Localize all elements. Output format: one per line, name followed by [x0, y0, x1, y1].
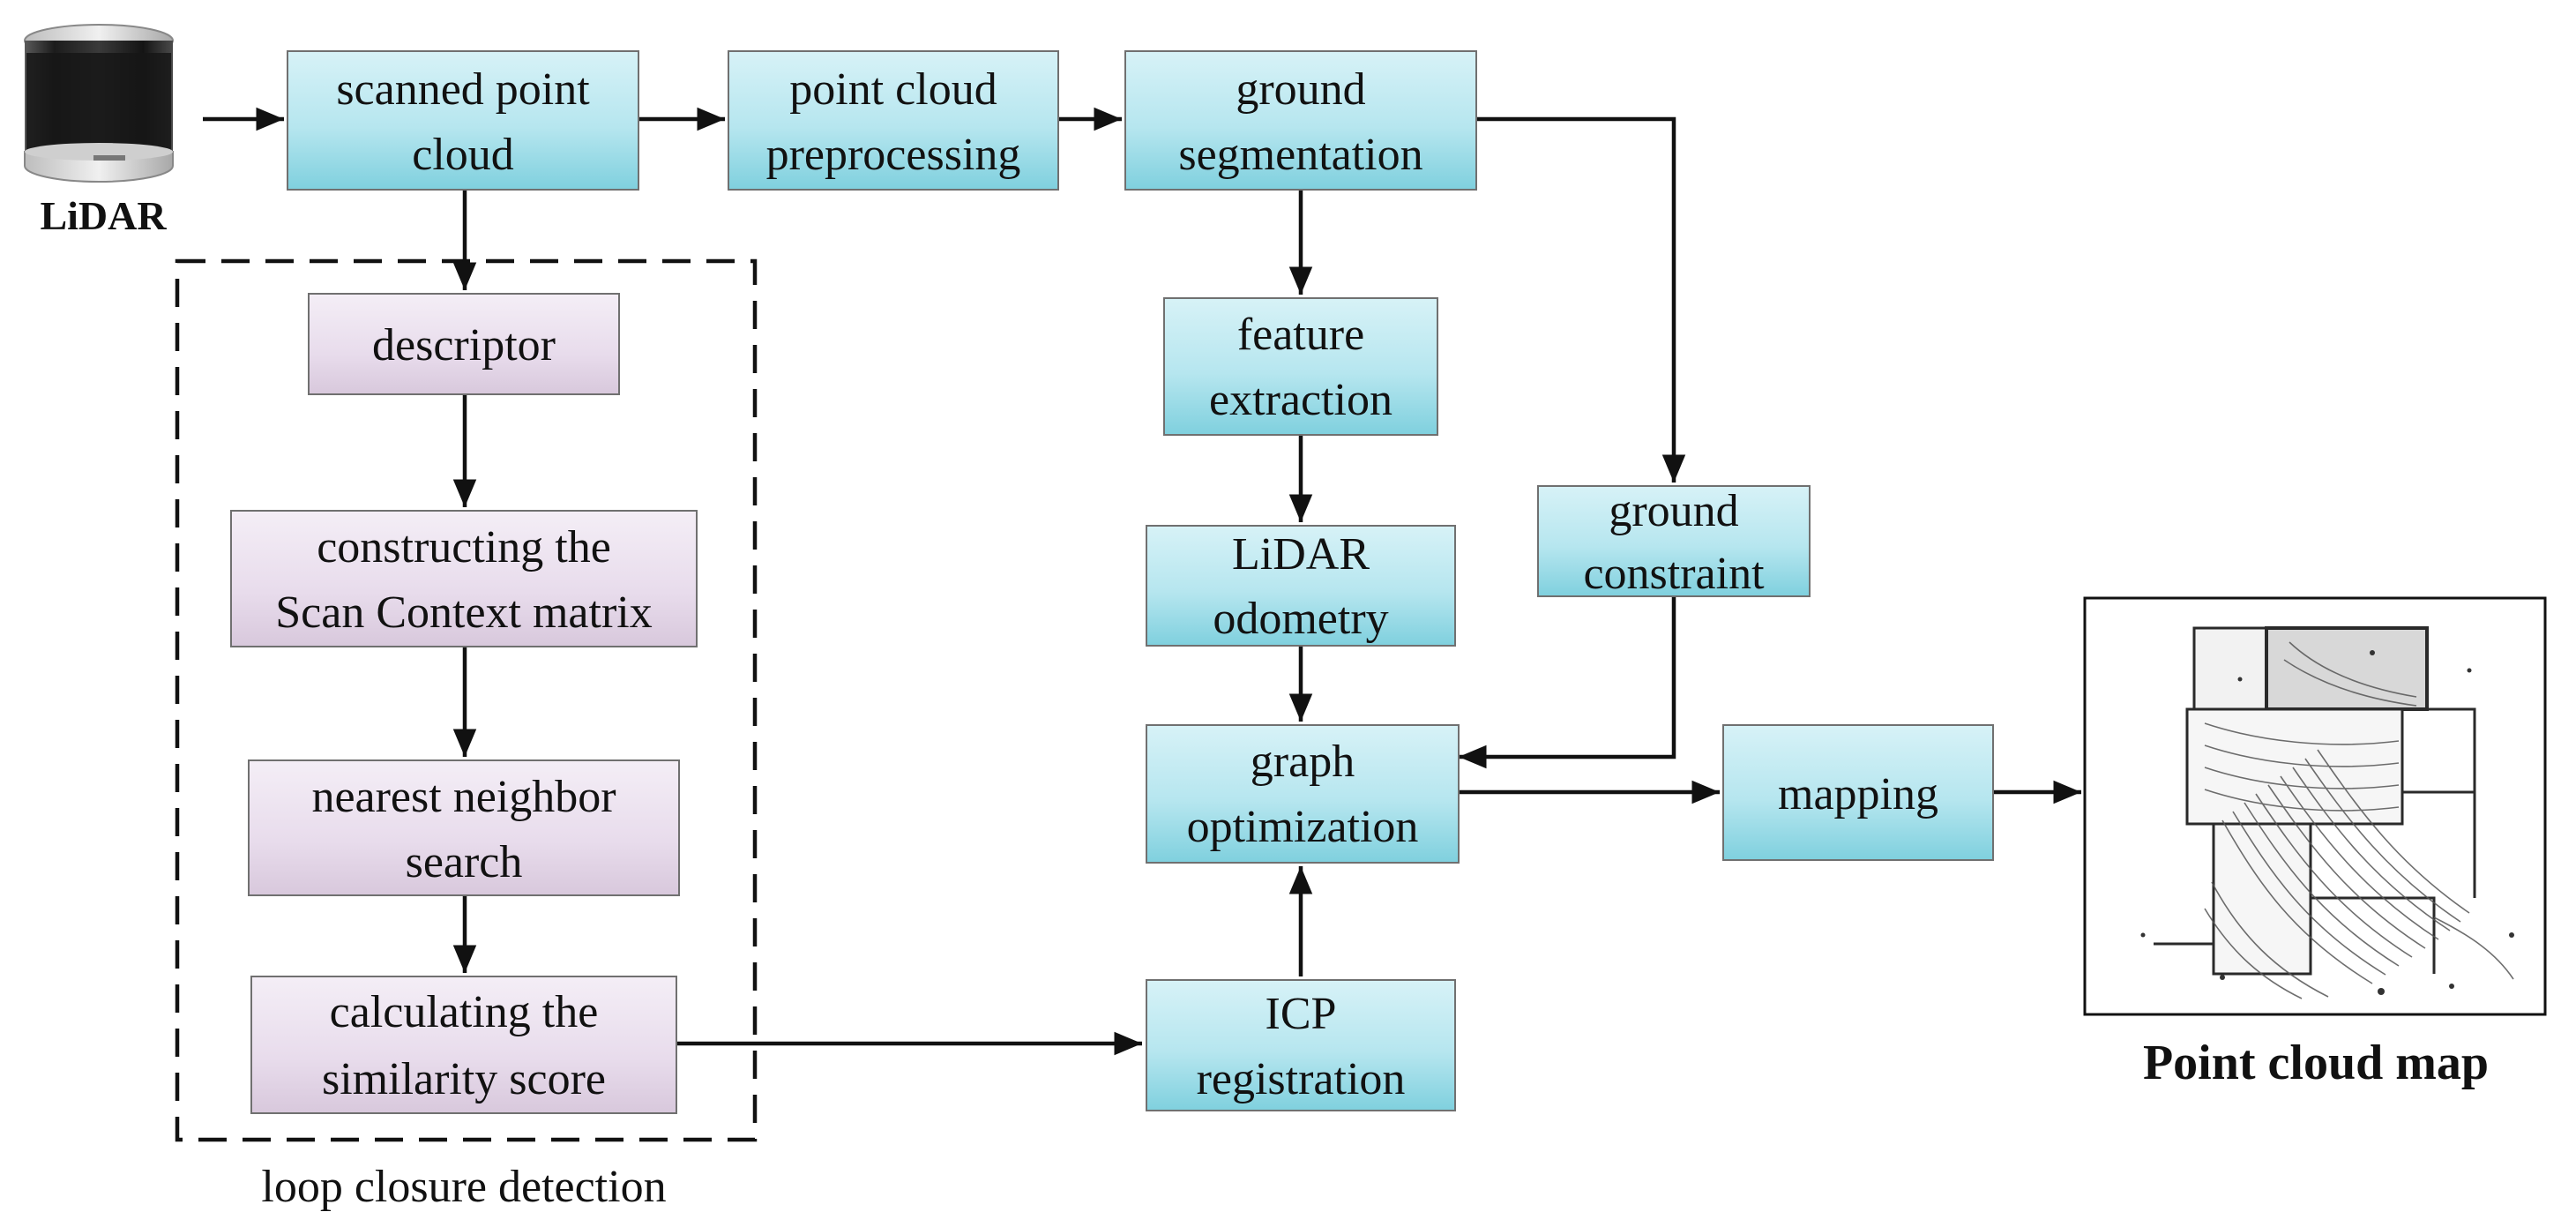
box-ground-constraint-line-2: constraint	[1583, 549, 1765, 599]
box-mapping-label: mapping	[1778, 769, 1938, 819]
box-odometry-line-1: LiDAR	[1232, 529, 1370, 580]
box-mapping: mapping	[1722, 724, 1994, 861]
box-preprocess-line-2: preprocessing	[766, 130, 1021, 180]
box-similarity-line-2: similarity score	[322, 1054, 606, 1104]
box-lidar-odometry: LiDAR odometry	[1146, 525, 1456, 647]
box-similarity-score: calculating the similarity score	[250, 976, 677, 1114]
box-descriptor: descriptor	[308, 293, 620, 395]
box-scan-context-line-1: constructing the	[317, 522, 611, 572]
box-preprocess-line-1: point cloud	[789, 64, 997, 115]
box-feature-extraction: feature extraction	[1163, 297, 1438, 436]
box-graph-optimization: graph optimization	[1146, 724, 1460, 864]
box-ground-constraint-line-1: ground	[1609, 486, 1738, 536]
box-nn-line-1: nearest neighbor	[311, 772, 616, 822]
box-ground-seg-line-1: ground	[1236, 64, 1365, 115]
box-nn-line-2: search	[406, 837, 523, 887]
box-icp-line-2: registration	[1197, 1054, 1406, 1104]
box-nearest-neighbor-search: nearest neighbor search	[248, 759, 680, 896]
box-icp-registration: ICP registration	[1146, 979, 1456, 1111]
box-scanned-line-2: cloud	[412, 130, 514, 180]
box-odometry-line-2: odometry	[1213, 594, 1388, 644]
box-descriptor-label: descriptor	[372, 320, 556, 370]
connectors	[203, 107, 2081, 1056]
box-ground-seg-line-2: segmentation	[1178, 130, 1422, 180]
arrow-ground-constraint-to-graph	[1459, 596, 1676, 769]
box-scan-context-matrix: constructing the Scan Context matrix	[230, 510, 698, 647]
box-ground-constraint: ground constraint	[1537, 485, 1811, 599]
box-graph-line-1: graph	[1251, 737, 1355, 787]
box-icp-line-1: ICP	[1266, 989, 1337, 1039]
lidar-label: LiDAR	[40, 193, 167, 238]
box-feature-line-1: feature	[1237, 310, 1364, 360]
box-scanned-point-cloud: scanned point cloud	[287, 50, 639, 191]
loop-closure-label: loop closure detection	[261, 1162, 666, 1212]
box-ground-segmentation: ground segmentation	[1124, 50, 1477, 191]
box-scanned-line-1: scanned point	[336, 64, 590, 115]
point-cloud-map-label: Point cloud map	[2143, 1036, 2489, 1090]
box-similarity-line-1: calculating the	[330, 987, 599, 1037]
point-cloud-map-image	[2083, 596, 2547, 1016]
box-scan-context-line-2: Scan Context matrix	[275, 587, 652, 638]
box-point-cloud-preprocessing: point cloud preprocessing	[728, 50, 1059, 191]
lidar-sensor-icon	[24, 24, 174, 183]
box-feature-line-2: extraction	[1209, 375, 1393, 425]
box-graph-line-2: optimization	[1187, 802, 1419, 852]
arrow-ground-seg-to-ground-constraint	[1476, 116, 1686, 483]
